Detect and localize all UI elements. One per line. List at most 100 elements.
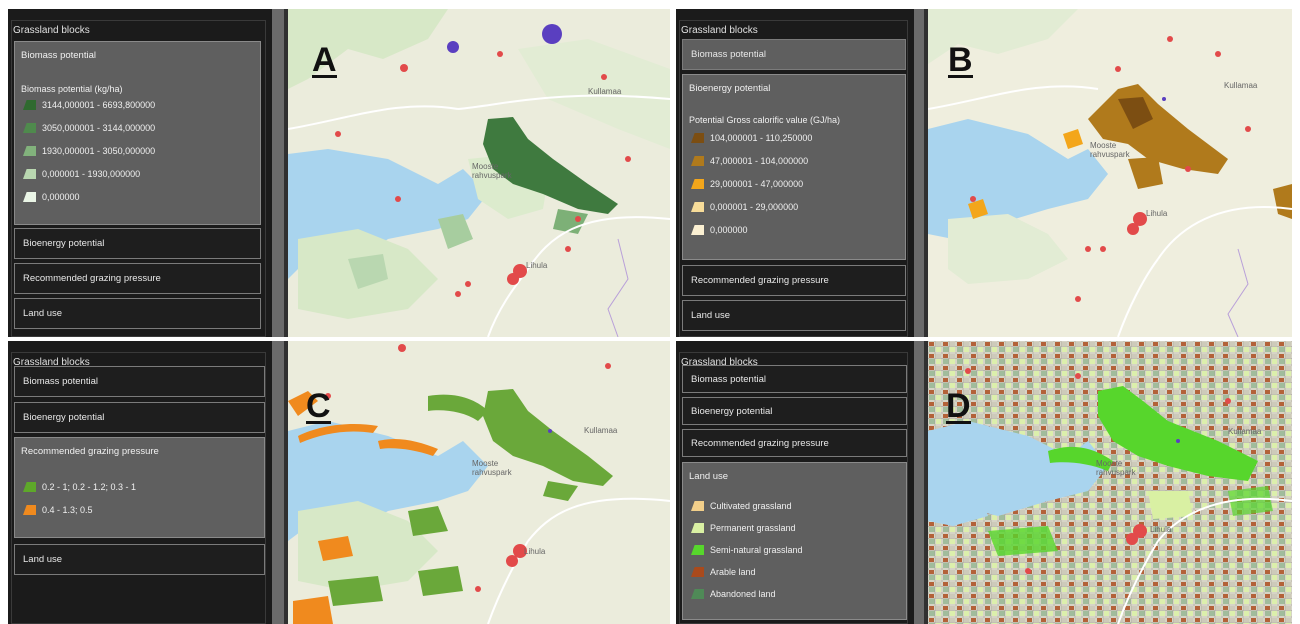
map-label: Mooste rahvuspark — [1096, 459, 1136, 477]
panel-scrollbar[interactable] — [914, 341, 924, 624]
legend-item: 0.2 - 1; 0.2 - 1.2; 0.3 - 1 — [23, 482, 136, 492]
scroll-track — [284, 341, 288, 624]
panel-frame — [679, 20, 908, 337]
map-label: Lihula — [1150, 525, 1172, 534]
legend-item: Semi-natural grassland — [691, 545, 803, 555]
map-label: Kullamaa — [1228, 427, 1262, 436]
legend-item: Abandoned land — [691, 589, 776, 599]
legend-swatch — [691, 179, 704, 189]
legend-swatch — [691, 202, 704, 212]
legend-swatch — [23, 505, 36, 515]
map-label: Mooste rahvuspark — [1090, 141, 1130, 159]
panel-title: Grassland blocks — [681, 357, 758, 368]
map-label: Mooste rahvuspark — [472, 162, 512, 180]
quadrant-d: Grassland blocks Biomass potential Bioen… — [676, 341, 1292, 624]
legend-item: 0,000000 — [23, 192, 80, 202]
panel-scrollbar[interactable] — [272, 9, 284, 337]
map-label: Kullamaa — [584, 426, 618, 435]
section-landuse-button[interactable]: Land use — [14, 298, 261, 329]
section-biomass-button[interactable]: Biomass potential — [682, 365, 907, 393]
section-bioenergy-expanded[interactable]: Bioenergy potential Potential Gross calo… — [682, 74, 906, 260]
section-grazing-expanded[interactable]: Recommended grazing pressure 0.2 - 1; 0.… — [14, 437, 265, 538]
panel-frame — [11, 20, 266, 337]
legend-title: Biomass potential (kg/ha) — [21, 84, 123, 94]
map-canvas — [288, 9, 670, 337]
legend-swatch — [23, 123, 36, 133]
panel-title: Grassland blocks — [681, 25, 758, 36]
section-title: Recommended grazing pressure — [21, 446, 159, 457]
legend-swatch — [691, 501, 704, 511]
quadrant-letter: C — [306, 387, 331, 425]
map-view[interactable]: D Kullamaa Mooste rahvuspark Lihula — [928, 341, 1292, 624]
legend-swatch — [691, 225, 704, 235]
legend-swatch — [23, 169, 36, 179]
map-canvas — [288, 341, 670, 624]
legend-item: 29,000001 - 47,000000 — [691, 179, 803, 189]
legend-swatch — [23, 482, 36, 492]
quadrant-a: Grassland blocks Biomass potential Bioma… — [8, 9, 670, 337]
section-grazing-button[interactable]: Recommended grazing pressure — [14, 263, 261, 294]
section-bioenergy-button[interactable]: Bioenergy potential — [14, 228, 261, 259]
quadrant-letter: B — [948, 41, 973, 79]
quadrant-b: Grassland blocks Biomass potential Bioen… — [676, 9, 1292, 337]
legend-title: Potential Gross calorific value (GJ/ha) — [689, 115, 841, 125]
legend-item: Permanent grassland — [691, 523, 796, 533]
legend-item: 0,000001 - 29,000000 — [691, 202, 798, 212]
legend-item: 1930,000001 - 3050,000000 — [23, 146, 155, 156]
legend-item: Cultivated grassland — [691, 501, 792, 511]
section-title: Biomass potential — [21, 50, 96, 61]
section-biomass-expanded[interactable]: Biomass potential Biomass potential (kg/… — [14, 41, 261, 225]
legend-swatch — [691, 523, 704, 533]
section-title: Bioenergy potential — [689, 83, 771, 94]
section-landuse-button[interactable]: Land use — [14, 544, 265, 575]
section-title: Land use — [689, 471, 729, 482]
layer-panel: Grassland blocks Biomass potential Bioen… — [676, 9, 912, 337]
legend-item: Arable land — [691, 567, 756, 577]
legend-item: 3144,000001 - 6693,800000 — [23, 100, 155, 110]
scroll-track — [284, 9, 288, 337]
panel-title: Grassland blocks — [13, 25, 90, 36]
map-label: Lihula — [524, 547, 546, 556]
legend-item: 104,000001 - 110,250000 — [691, 133, 812, 143]
legend-item: 3050,000001 - 3144,000000 — [23, 123, 155, 133]
map-label: Kullamaa — [588, 87, 622, 96]
legend-item: 0,000000 — [691, 225, 748, 235]
scroll-track — [924, 9, 928, 337]
layer-panel: Grassland blocks Biomass potential Bioen… — [676, 341, 912, 624]
map-label: Lihula — [526, 261, 548, 270]
legend-swatch — [691, 133, 704, 143]
map-view[interactable]: C Kullamaa Mooste rahvuspark Lihula — [288, 341, 670, 624]
map-canvas — [928, 341, 1292, 624]
quadrant-letter: D — [946, 387, 971, 425]
panel-scrollbar[interactable] — [272, 341, 284, 624]
section-landuse-expanded[interactable]: Land use Cultivated grassland Permanent … — [682, 462, 907, 620]
map-view[interactable]: A Kullamaa Mooste rahvuspark Lihula — [288, 9, 670, 337]
section-biomass-button[interactable]: Biomass potential — [14, 366, 265, 397]
section-biomass-button[interactable]: Biomass potential — [682, 39, 906, 70]
legend-swatch — [691, 567, 704, 577]
map-canvas — [928, 9, 1292, 337]
map-view[interactable]: B Kullamaa Mooste rahvuspark Lihula — [928, 9, 1292, 337]
legend-swatch — [23, 100, 36, 110]
legend-item: 0,000001 - 1930,000000 — [23, 169, 140, 179]
panel-scrollbar[interactable] — [914, 9, 924, 337]
legend-swatch — [23, 192, 36, 202]
layer-panel: Grassland blocks Biomass potential Bioma… — [8, 9, 270, 337]
section-landuse-button[interactable]: Land use — [682, 300, 906, 331]
map-label: Lihula — [1146, 209, 1168, 218]
layer-panel: Grassland blocks Biomass potential Bioen… — [8, 341, 270, 624]
section-bioenergy-button[interactable]: Bioenergy potential — [682, 397, 907, 425]
legend-item: 47,000001 - 104,000000 — [691, 156, 808, 166]
panel-title: Grassland blocks — [13, 357, 90, 368]
legend-item: 0.4 - 1.3; 0.5 — [23, 505, 93, 515]
legend-swatch — [23, 146, 36, 156]
section-bioenergy-button[interactable]: Bioenergy potential — [14, 402, 265, 433]
map-label: Kullamaa — [1224, 81, 1258, 90]
map-label: Mooste rahvuspark — [472, 459, 512, 477]
section-grazing-button[interactable]: Recommended grazing pressure — [682, 265, 906, 296]
legend-swatch — [691, 589, 704, 599]
scroll-track — [924, 341, 928, 624]
legend-swatch — [691, 156, 704, 166]
quadrant-c: Grassland blocks Biomass potential Bioen… — [8, 341, 670, 624]
section-grazing-button[interactable]: Recommended grazing pressure — [682, 429, 907, 457]
